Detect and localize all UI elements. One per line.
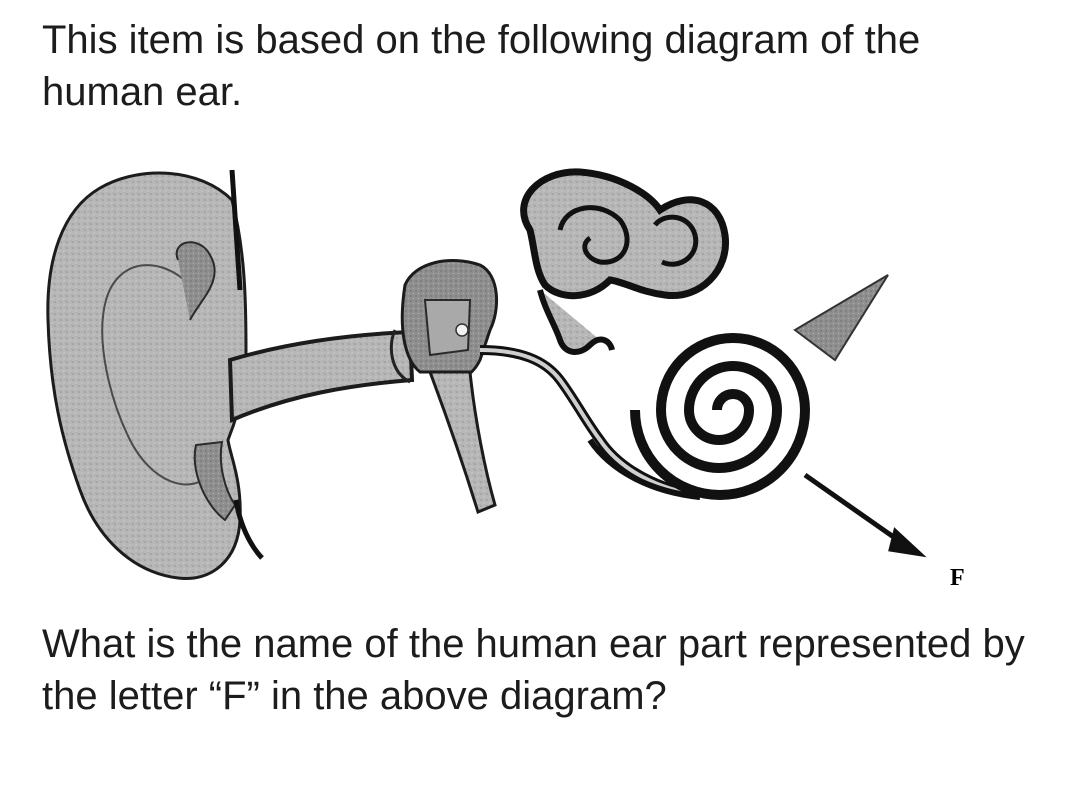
ear-diagram: F bbox=[46, 168, 965, 591]
eustachian-tube bbox=[427, 370, 497, 515]
outer-ear bbox=[46, 169, 264, 580]
label-f: F bbox=[950, 565, 965, 591]
question-text: What is the name of the human ear part r… bbox=[42, 622, 1025, 718]
semicircular-canals bbox=[520, 168, 730, 355]
middle-ear bbox=[389, 259, 499, 384]
intro-text: This item is based on the following diag… bbox=[42, 18, 921, 114]
cochlea bbox=[587, 333, 811, 500]
ear-canal bbox=[227, 329, 415, 423]
auditory-nerve bbox=[793, 274, 889, 362]
pointer-arrow-f bbox=[803, 472, 927, 558]
